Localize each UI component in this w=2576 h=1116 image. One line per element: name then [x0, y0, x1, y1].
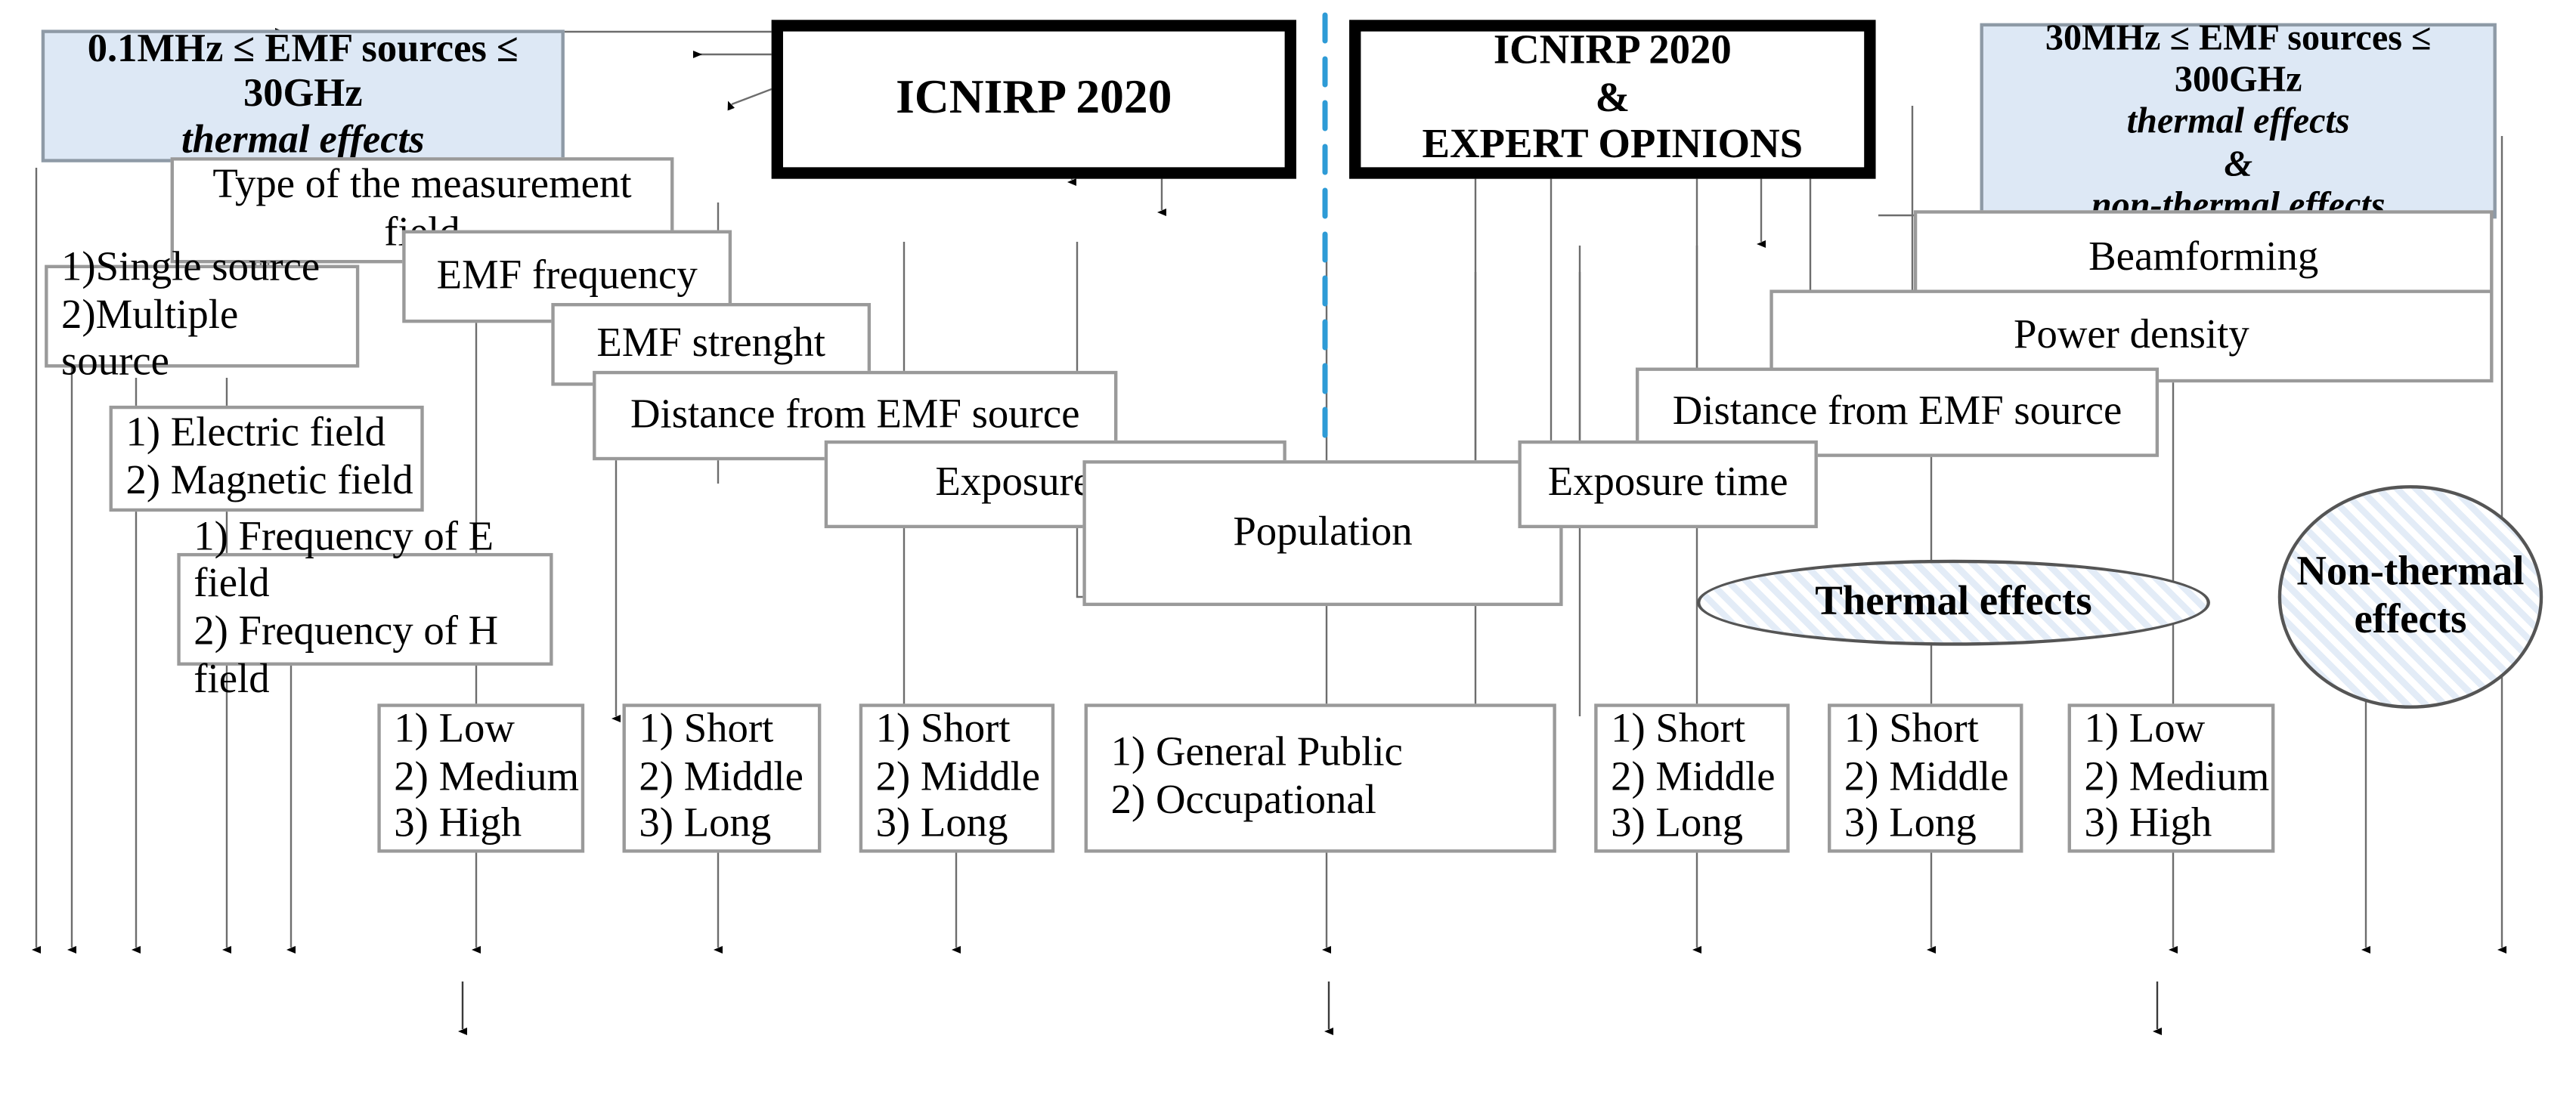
option-field-kind: 1) Electric field 2) Magnetic field	[109, 405, 424, 512]
option-exposure-levels-right: 1) Short 2) Middle 3) Long	[1594, 703, 1790, 853]
option-power-density-lines: 1) Low 2) Medium 3) High	[2084, 706, 2270, 847]
option-power-density-levels: 1) Low 2) Medium 3) High	[2067, 703, 2275, 853]
node-distance-from-emf-source-label: Distance from EMF source	[630, 391, 1080, 437]
icnirp-2020-label: ICNIRP 2020	[896, 71, 1172, 125]
option-field-kind-lines: 1) Electric field 2) Magnetic field	[125, 411, 413, 504]
left-source-line2: thermal effects	[181, 119, 425, 162]
node-emf-strenght-label: EMF strenght	[596, 320, 826, 366]
option-strength-levels: 1) Low 2) Medium 3) High	[377, 703, 585, 853]
option-field-frequency-lines: 1) Frequency of E field 2) Frequency of …	[194, 514, 499, 702]
right-source-line3: &	[2224, 141, 2252, 184]
icnirp-expert-line3: EXPERT OPINIONS	[1422, 122, 1804, 168]
left-source-box: 0.1MHz ≤ EMF sources ≤ 30GHz thermal eff…	[41, 27, 565, 162]
option-distance-levels: 1) Short 2) Middle 3) Long	[622, 703, 822, 853]
node-exposure-time-right-label: Exposure time	[1547, 460, 1788, 505]
option-exposure-right-lines: 1) Short 2) Middle 3) Long	[1611, 706, 1776, 847]
right-source-box: 30MHz ≤ EMF sources ≤ 300GHz thermal eff…	[1980, 16, 2497, 225]
option-exposure-levels: 1) Short 2) Middle 3) Long	[859, 703, 1055, 853]
option-exposure-levels-lines: 1) Short 2) Middle 3) Long	[875, 706, 1041, 847]
node-exposure-time-right: Exposure time	[1518, 440, 1818, 529]
option-distance-right-lines: 1) Short 2) Middle 3) Long	[1844, 706, 2009, 847]
right-source-line2: thermal effects	[2126, 100, 2350, 142]
icnirp-expert-line1: ICNIRP 2020	[1493, 27, 1732, 73]
non-thermal-effects-label: Non-thermal effects	[2296, 549, 2525, 642]
option-population: 1) General Public 2) Occupational	[1084, 703, 1556, 853]
icnirp-expert-line2: &	[1595, 75, 1630, 121]
thermal-effects-label: Thermal effects	[1815, 579, 2092, 624]
node-population: Population	[1082, 460, 1563, 607]
option-strength-levels-lines: 1) Low 2) Medium 3) High	[394, 706, 580, 847]
option-distance-levels-right: 1) Short 2) Middle 3) Long	[1828, 703, 2023, 853]
node-type-of-measurement-field: Type of the measurement field	[170, 157, 674, 264]
icnirp-expert-opinions-box: ICNIRP 2020 & EXPERT OPINIONS	[1349, 20, 1876, 179]
node-power-density-label: Power density	[2014, 312, 2249, 357]
option-population-lines: 1) General Public 2) Occupational	[1110, 730, 1403, 824]
non-thermal-effects-circle: Non-thermal effects	[2277, 485, 2543, 709]
option-field-frequency: 1) Frequency of E field 2) Frequency of …	[177, 514, 553, 702]
right-source-line1: 30MHz ≤ EMF sources ≤ 300GHz	[2045, 16, 2432, 100]
node-beamforming-label: Beamforming	[2088, 235, 2319, 280]
node-power-density: Power density	[1769, 289, 2494, 383]
option-distance-levels-lines: 1) Short 2) Middle 3) Long	[639, 706, 803, 847]
left-source-line1: 0.1MHz ≤ EMF sources ≤ 30GHz	[87, 27, 519, 116]
node-emf-frequency-label: EMF frequency	[436, 252, 698, 298]
thermal-effects-ellipse: Thermal effects	[1696, 559, 2210, 646]
option-source-count: 1)Single source 2)Multiple source	[45, 245, 360, 385]
node-distance-right-label: Distance from EMF source	[1672, 388, 2122, 434]
icnirp-2020-box: ICNIRP 2020	[771, 20, 1296, 179]
node-population-label: Population	[1233, 509, 1413, 555]
option-source-count-lines: 1)Single source 2)Multiple source	[61, 245, 320, 385]
node-type-of-measurement-field-label: Type of the measurement field	[212, 162, 632, 255]
